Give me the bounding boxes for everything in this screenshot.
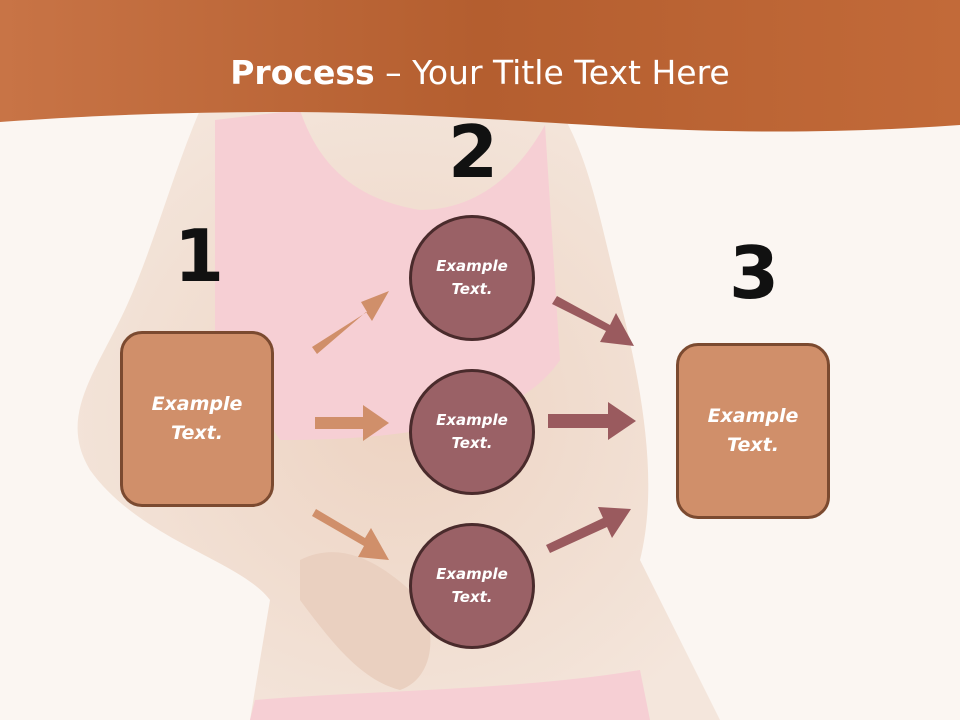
header-wave <box>0 0 960 132</box>
left-box-line2: Text. <box>171 422 223 444</box>
circle-bottom-line2: Text. <box>451 588 493 606</box>
sports-top <box>215 110 560 440</box>
circle-middle: Example Text. <box>409 369 535 495</box>
hand-shape <box>300 552 431 690</box>
circle-top-line2: Text. <box>451 280 493 298</box>
title-bold: Process <box>230 53 375 92</box>
circle-middle-line2: Text. <box>451 434 493 452</box>
right-box-line1: Example <box>707 405 799 427</box>
right-box: Example Text. <box>676 343 830 519</box>
step-number-2: 2 <box>447 110 499 194</box>
left-box-line1: Example <box>151 393 243 415</box>
circle-top: Example Text. <box>409 215 535 341</box>
step-number-1: 1 <box>173 214 225 298</box>
right-box-line2: Text. <box>727 434 779 456</box>
waistband <box>250 670 650 720</box>
circle-middle-line1: Example <box>436 411 508 429</box>
left-box: Example Text. <box>120 331 274 507</box>
circle-bottom-line1: Example <box>436 565 508 583</box>
circle-top-line1: Example <box>436 257 508 275</box>
title-rest: – Your Title Text Here <box>374 53 730 92</box>
step-number-3: 3 <box>728 231 780 315</box>
slide-title: Process – Your Title Text Here <box>0 50 960 96</box>
circle-bottom: Example Text. <box>409 523 535 649</box>
